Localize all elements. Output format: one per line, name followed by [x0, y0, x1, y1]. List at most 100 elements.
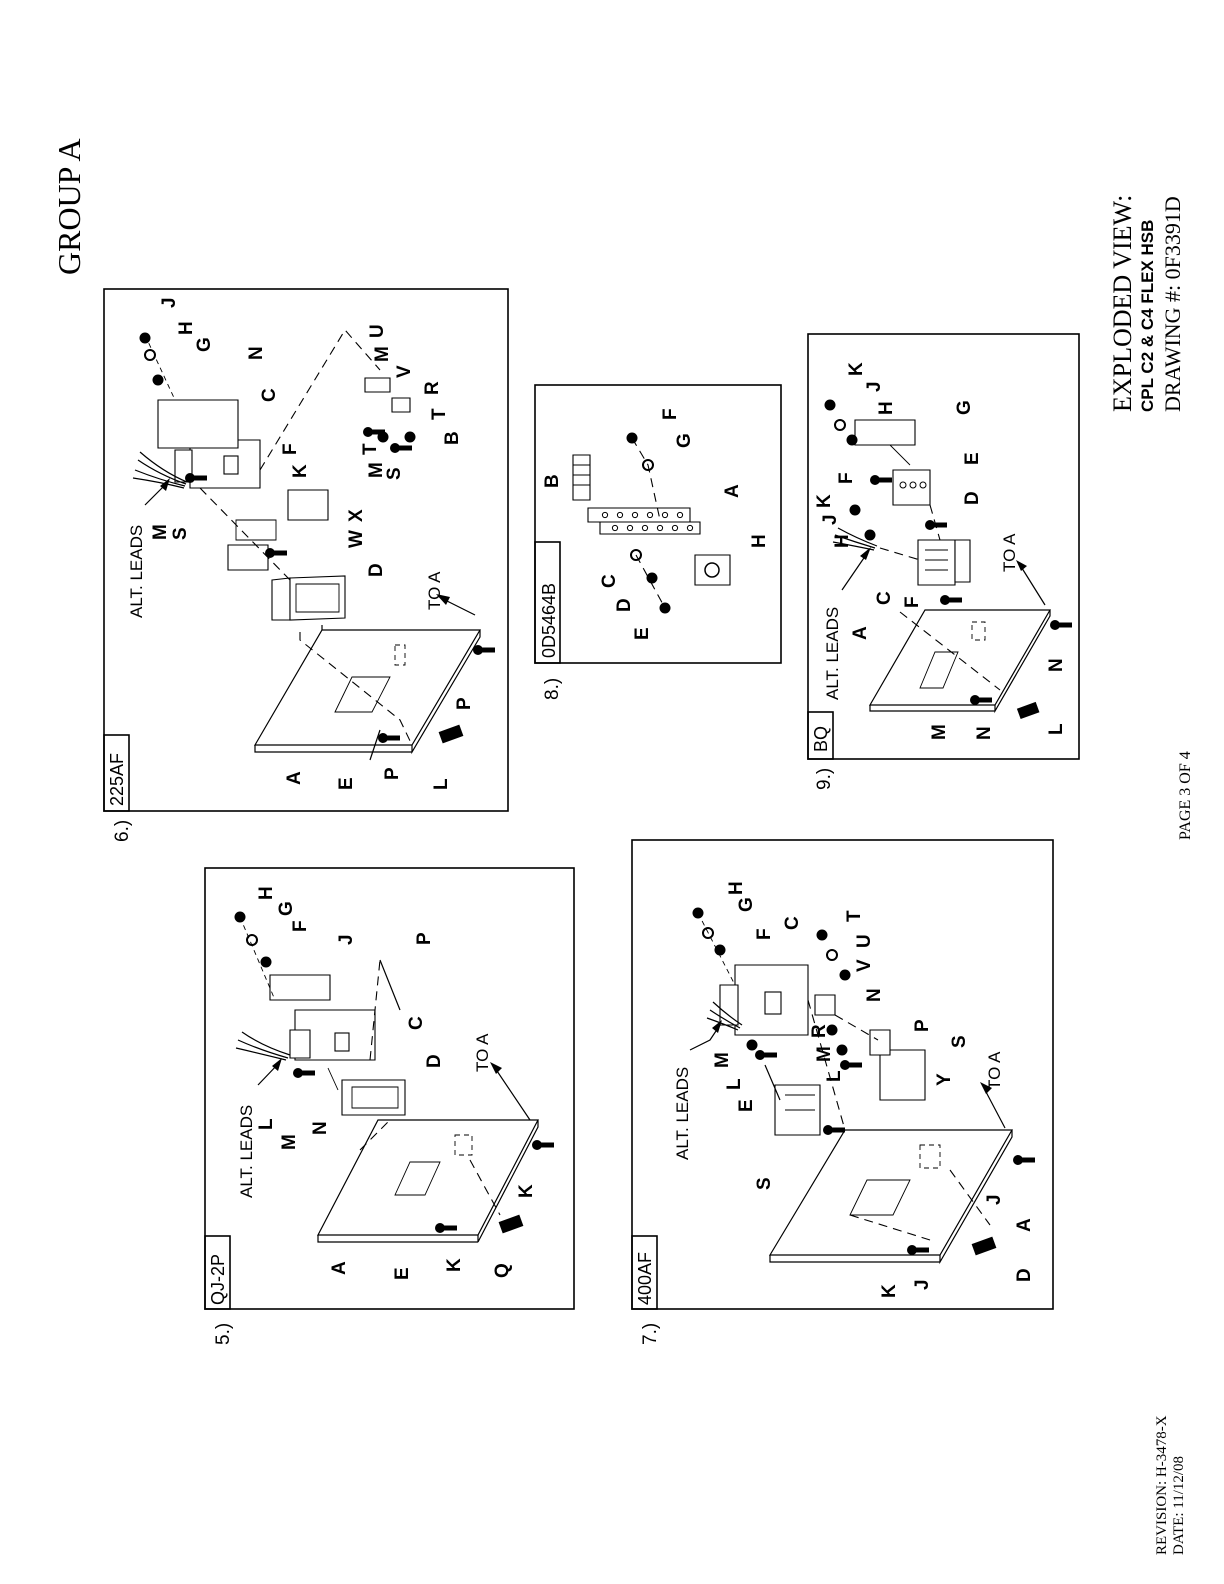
label-f: F: [902, 596, 923, 608]
label-t: T: [844, 910, 865, 922]
to-a-label: TO A: [473, 1033, 492, 1072]
label-a: A: [329, 1261, 350, 1275]
label-j2: J: [864, 381, 885, 392]
label-k: K: [814, 494, 835, 508]
label-g: G: [276, 901, 297, 916]
panel-model-label: 0D5464B: [539, 583, 559, 658]
label-e: E: [392, 1267, 413, 1280]
panel-number: 5.): [213, 1323, 234, 1345]
label-n: N: [864, 988, 885, 1002]
label-s: S: [170, 527, 191, 540]
label-s2: S: [384, 467, 405, 480]
label-c: C: [782, 916, 803, 930]
label-p: P: [382, 767, 403, 780]
model-subtitle: CPL C2 & C4 FLEX HSB: [1138, 220, 1157, 412]
label-m: M: [929, 724, 950, 740]
exploded-view-title: EXPLODED VIEW:: [1108, 195, 1137, 412]
label-a: A: [850, 626, 871, 640]
label-e: E: [736, 1099, 757, 1112]
label-u: U: [854, 934, 875, 948]
panel-model-label: 400AF: [635, 1252, 655, 1305]
revision-date: DATE: 11/12/08: [1171, 1456, 1187, 1555]
alt-leads-label: ALT. LEADS: [673, 1067, 692, 1160]
label-m2: M: [372, 346, 393, 362]
label-h2: H: [876, 401, 897, 415]
alt-leads-label: ALT. LEADS: [127, 525, 146, 618]
label-t2: T: [429, 408, 450, 420]
label-p: P: [414, 932, 435, 945]
label-c: C: [874, 591, 895, 605]
label-a: A: [722, 484, 743, 498]
label-l: L: [724, 1078, 745, 1090]
label-f: F: [754, 928, 775, 940]
label-n: N: [246, 346, 267, 360]
label-k: K: [444, 1258, 465, 1272]
label-n: N: [974, 726, 995, 740]
label-p2: P: [454, 697, 475, 710]
page-number: PAGE 3 OF 4: [1177, 751, 1194, 840]
panel-number: 7.): [640, 1323, 661, 1345]
sheet-header: GROUP A EXPLODED VIEW: CPL C2 & C4 FLEX …: [51, 138, 1185, 412]
label-k: K: [879, 1284, 900, 1298]
label-n2: N: [1046, 658, 1067, 672]
label-s: S: [754, 1177, 775, 1190]
label-l: L: [1046, 723, 1067, 735]
label-h: H: [749, 534, 770, 548]
label-j: J: [820, 514, 841, 525]
label-s2: S: [949, 1035, 970, 1048]
label-d: D: [614, 598, 635, 612]
panel-number: 8.): [542, 678, 563, 700]
label-y: Y: [934, 1073, 955, 1086]
to-a-label: TO A: [1000, 533, 1019, 572]
label-h: H: [176, 321, 197, 335]
label-f2: F: [836, 472, 857, 484]
label-f: F: [290, 920, 311, 932]
label-r: R: [809, 1024, 830, 1038]
panel-bq: 9.) BQ ALT. LEADS TO A A M: [807, 333, 1080, 790]
panel-model-label: 225AF: [107, 753, 127, 806]
label-g: G: [736, 897, 757, 912]
label-x: X: [346, 509, 367, 522]
label-f: F: [660, 408, 681, 420]
label-t: T: [360, 443, 381, 455]
label-m: M: [150, 524, 171, 540]
label-h: H: [256, 886, 277, 900]
label-g: G: [674, 433, 695, 448]
label-h: H: [832, 534, 853, 548]
label-d: D: [1014, 1268, 1035, 1282]
label-d: D: [424, 1054, 445, 1068]
label-m: M: [279, 1134, 300, 1150]
label-j: J: [159, 297, 180, 308]
label-q: Q: [492, 1263, 513, 1278]
sheet-footer: PAGE 3 OF 4 REVISION: H-3478-X DATE: 11/…: [1154, 751, 1194, 1555]
label-a: A: [284, 771, 305, 785]
label-j2: J: [984, 1194, 1005, 1205]
group-title: GROUP A: [51, 138, 87, 275]
panel-model-label: QJ-2P: [208, 1254, 228, 1305]
revision-text: REVISION: H-3478-X: [1154, 1415, 1170, 1555]
label-k2: K: [846, 362, 867, 376]
label-c: C: [406, 1016, 427, 1030]
label-l2: L: [824, 1070, 845, 1082]
label-p: P: [912, 1019, 933, 1032]
alt-leads-label: ALT. LEADS: [823, 607, 842, 700]
label-e: E: [962, 452, 983, 465]
label-d: D: [962, 491, 983, 505]
label-c: C: [599, 574, 620, 588]
label-g: G: [954, 400, 975, 415]
panel-model-label: BQ: [811, 726, 831, 752]
panel-number: 9.): [814, 768, 835, 790]
to-a-label: TO A: [425, 571, 444, 610]
panel-225af: 6.) 225AF: [103, 288, 509, 842]
alt-leads-label: ALT. LEADS: [237, 1105, 256, 1198]
panel-number: 6.): [112, 820, 133, 842]
label-k2: K: [516, 1184, 537, 1198]
label-g: G: [194, 337, 215, 352]
label-u: U: [367, 324, 388, 338]
label-m2: M: [814, 1046, 835, 1062]
label-k: K: [290, 464, 311, 478]
label-w: W: [346, 530, 367, 548]
drawing-number: DRAWING #: 0F3391D: [1160, 196, 1185, 412]
label-l: L: [256, 1118, 277, 1130]
